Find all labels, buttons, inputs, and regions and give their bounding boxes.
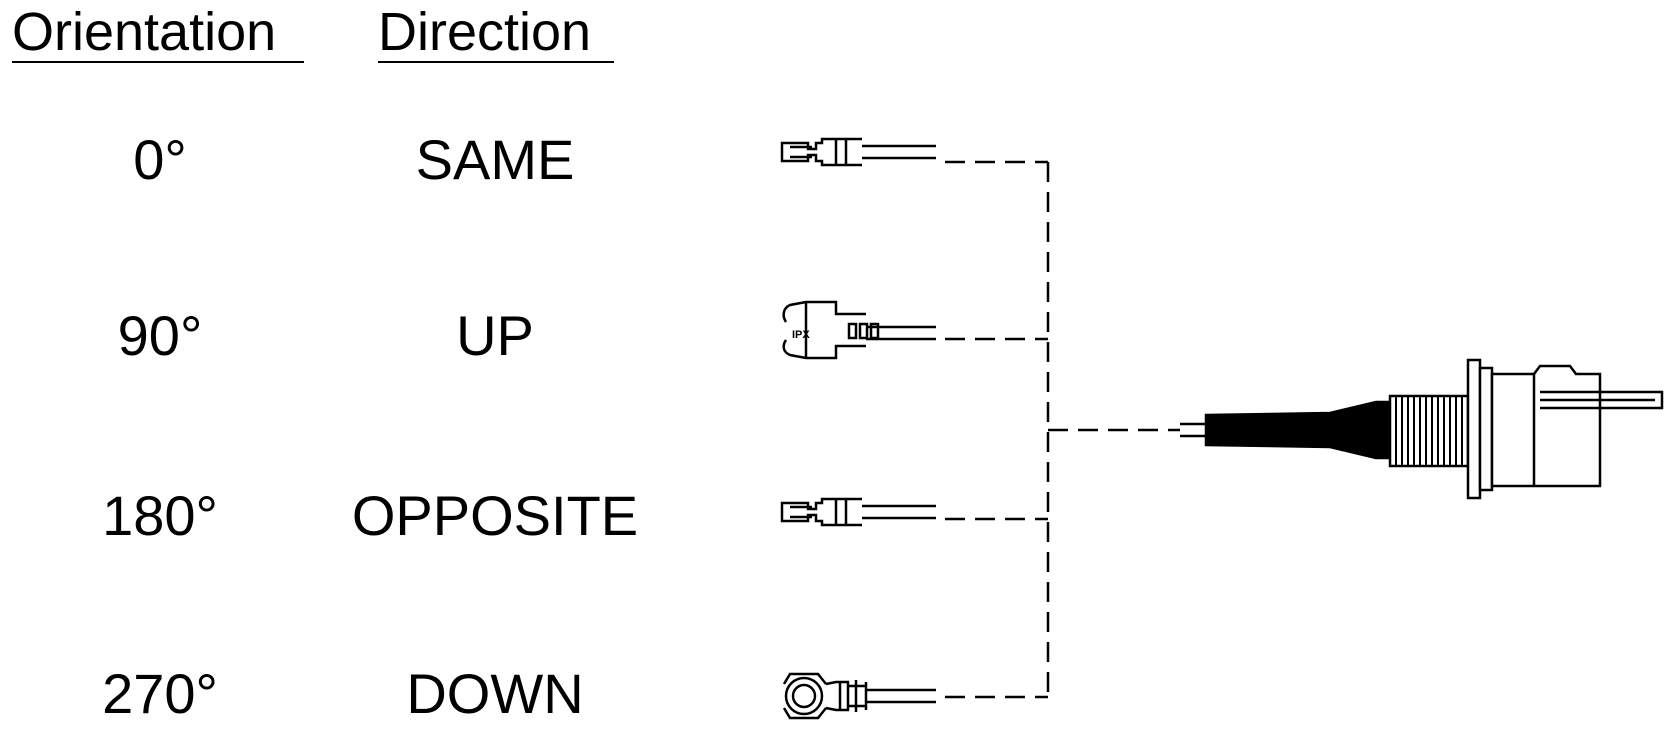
direction-value-down: DOWN (406, 662, 584, 725)
straight-plug-opposite (780, 497, 936, 527)
dashed-leaders (945, 160, 1180, 699)
orientation-header: Orientation (12, 2, 277, 62)
straight-plug-same (780, 137, 936, 167)
ipx-marking: IPX (792, 329, 810, 341)
direction-value-opposite: OPPOSITE (351, 484, 639, 547)
ipx-plug-up (782, 300, 936, 360)
right-angle-plug-down (782, 672, 936, 720)
direction-header-underline (378, 61, 614, 63)
orientation-value-0: 0° (133, 128, 187, 191)
orientation-value-180: 180° (102, 484, 218, 547)
orientation-value-90: 90° (117, 304, 203, 367)
orientation-header-underline (12, 61, 304, 63)
direction-header: Direction (378, 2, 592, 62)
bulkhead-connector (1180, 358, 1664, 500)
direction-value-same: SAME (415, 128, 575, 191)
orientation-value-270: 270° (102, 662, 218, 725)
direction-value-up: UP (456, 304, 534, 367)
